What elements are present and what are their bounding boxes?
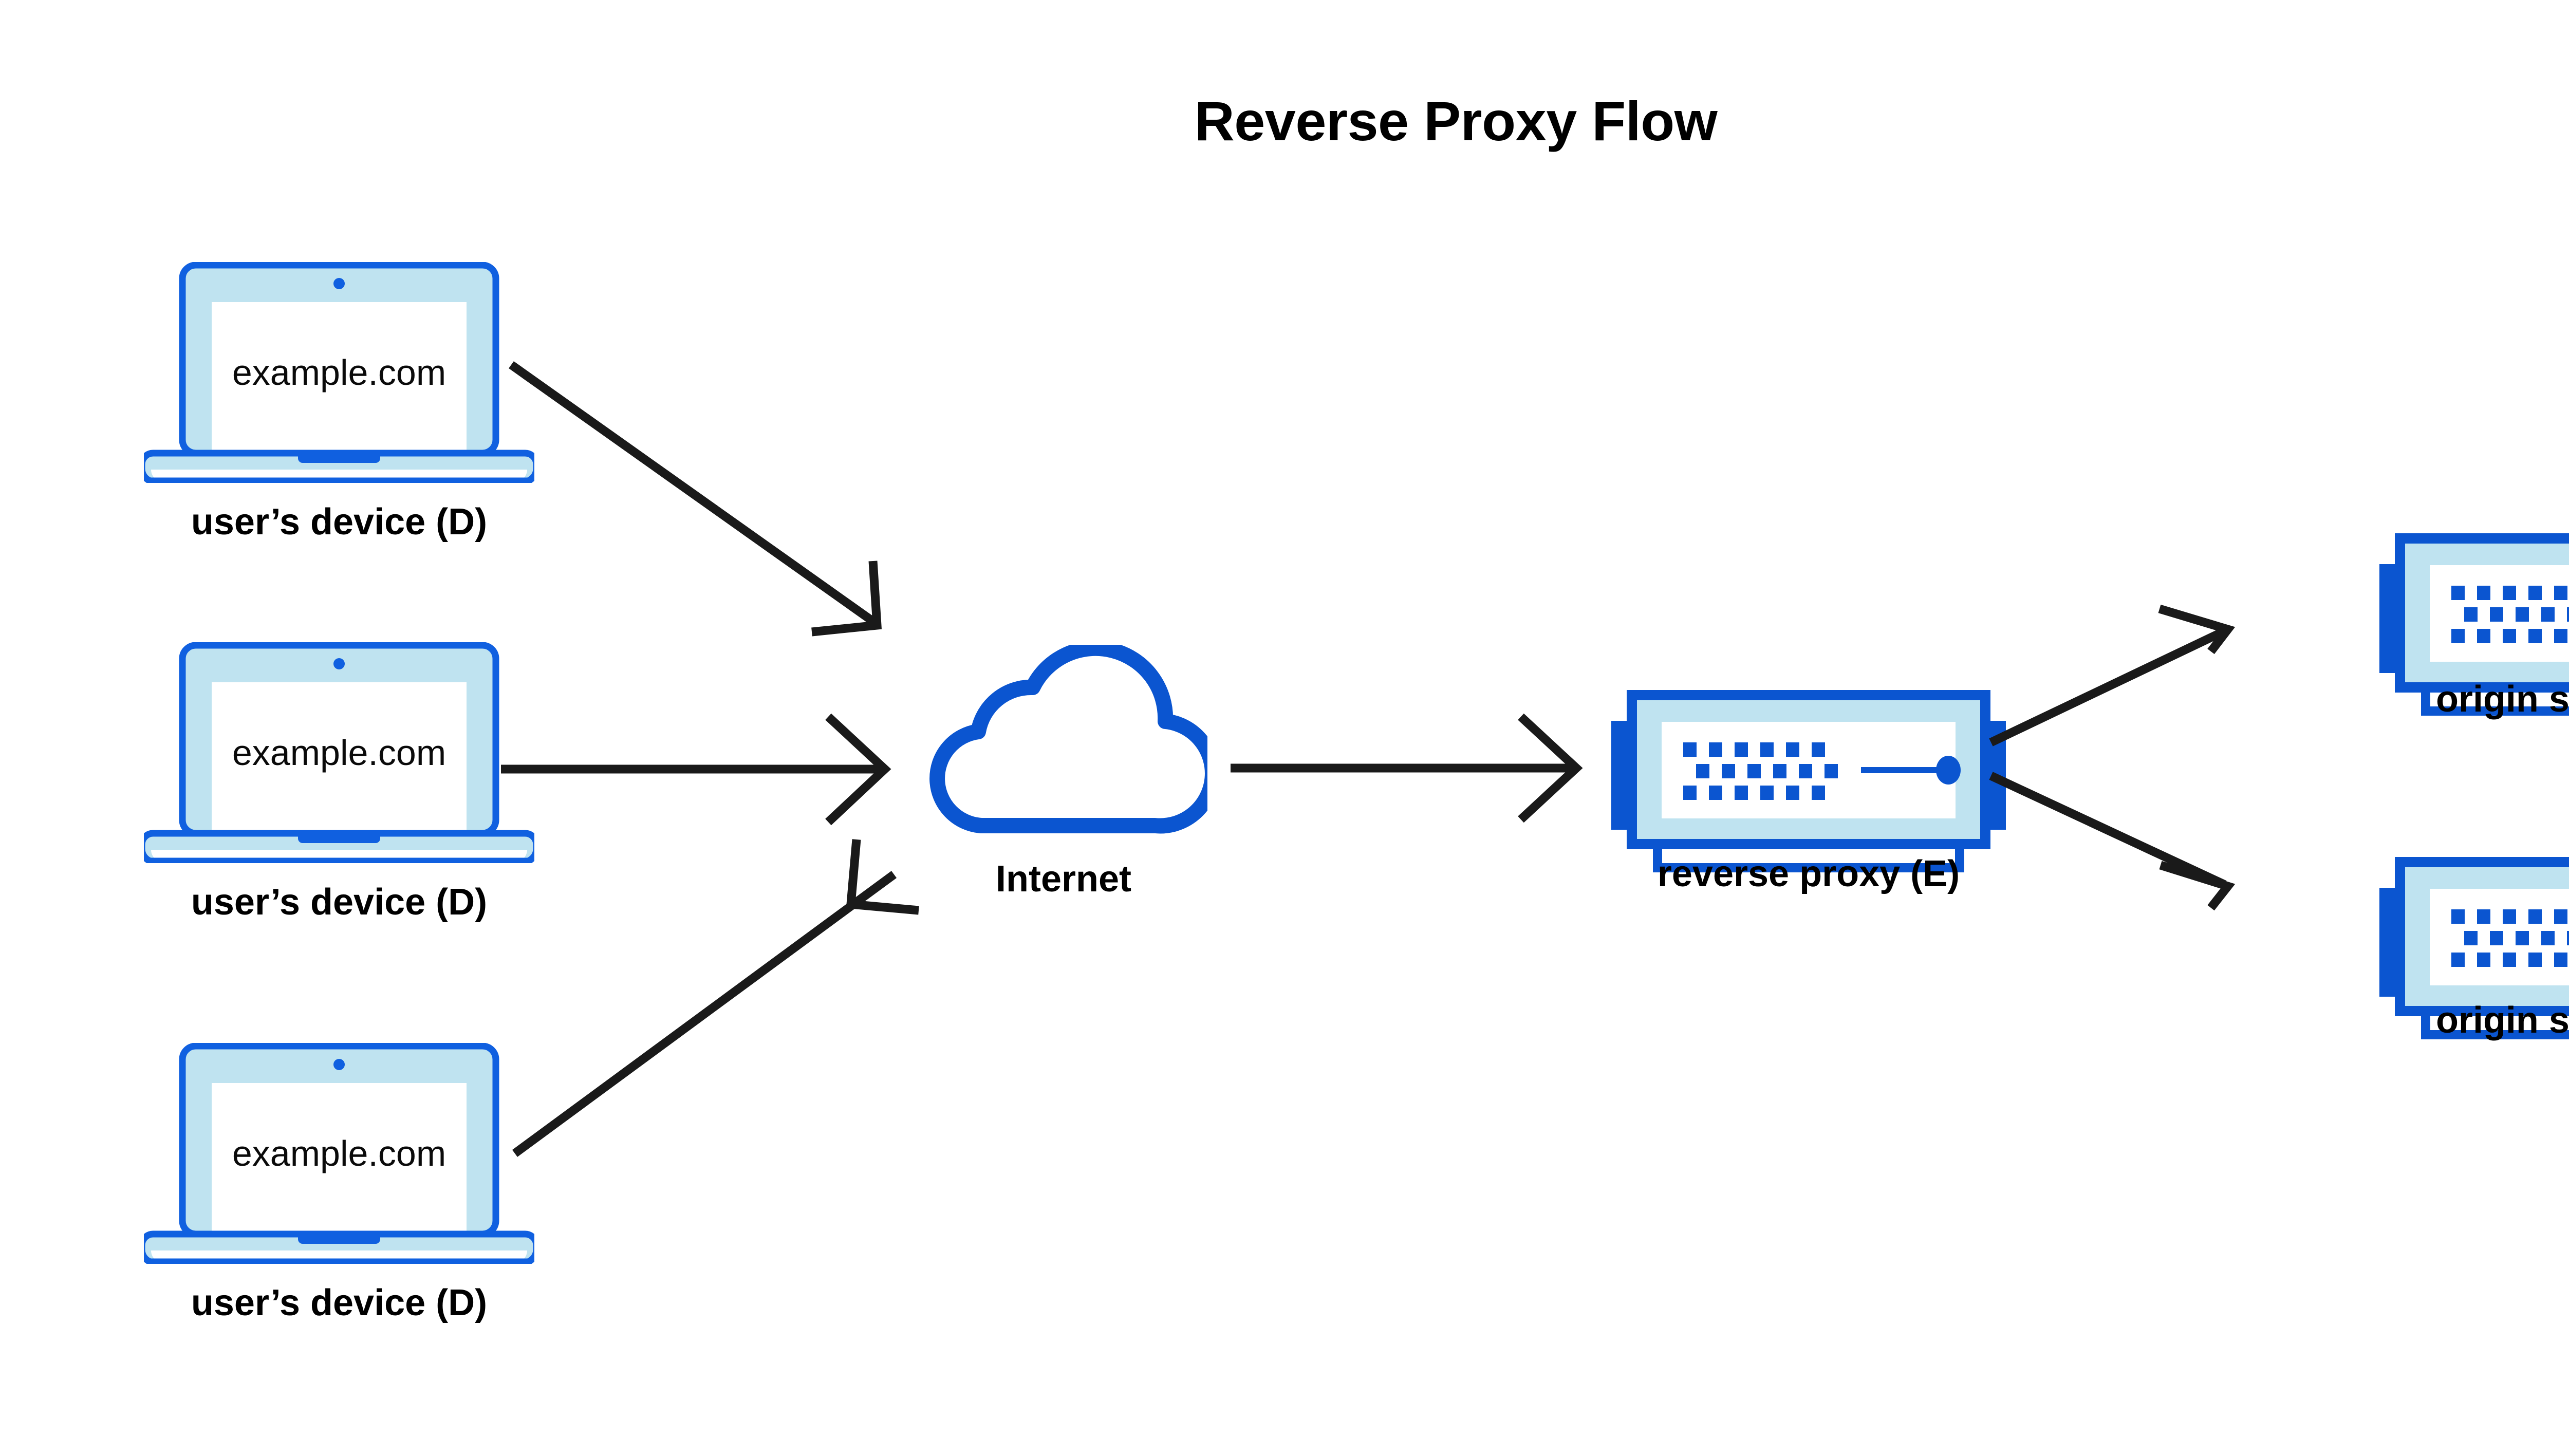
connector-proxy-to-origin-bottom: [1989, 772, 2236, 911]
device-bottom-label: user’s device (D): [191, 1282, 488, 1323]
internet-label: Internet: [995, 858, 1132, 900]
device-middle-screen-text: example.com: [232, 733, 446, 773]
connector-proxy-to-origin-top: [1989, 604, 2236, 746]
reverse-proxy-icon[interactable]: [1611, 695, 2006, 868]
device-bottom-screen-text: example.com: [232, 1133, 446, 1173]
connector-internet-to-proxy: [1231, 713, 1583, 823]
device-top-label: user’s device (D): [191, 501, 488, 543]
reverse-proxy-label: reverse proxy (E): [1657, 853, 1960, 894]
origin-top-label: origin server (F): [2435, 679, 2569, 720]
device-top-screen-text: example.com: [232, 352, 446, 393]
connector-device-top-to-internet: [509, 361, 882, 637]
origin-bottom-label: origin server (F): [2435, 1000, 2569, 1041]
connector-device-middle-to-internet: [501, 713, 891, 826]
page-title: Reverse Proxy Flow: [1194, 90, 1718, 152]
cloud-icon[interactable]: [937, 648, 1213, 826]
connector-device-bottom-to-internet: [512, 839, 919, 1157]
device-middle-label: user’s device (D): [191, 882, 488, 923]
